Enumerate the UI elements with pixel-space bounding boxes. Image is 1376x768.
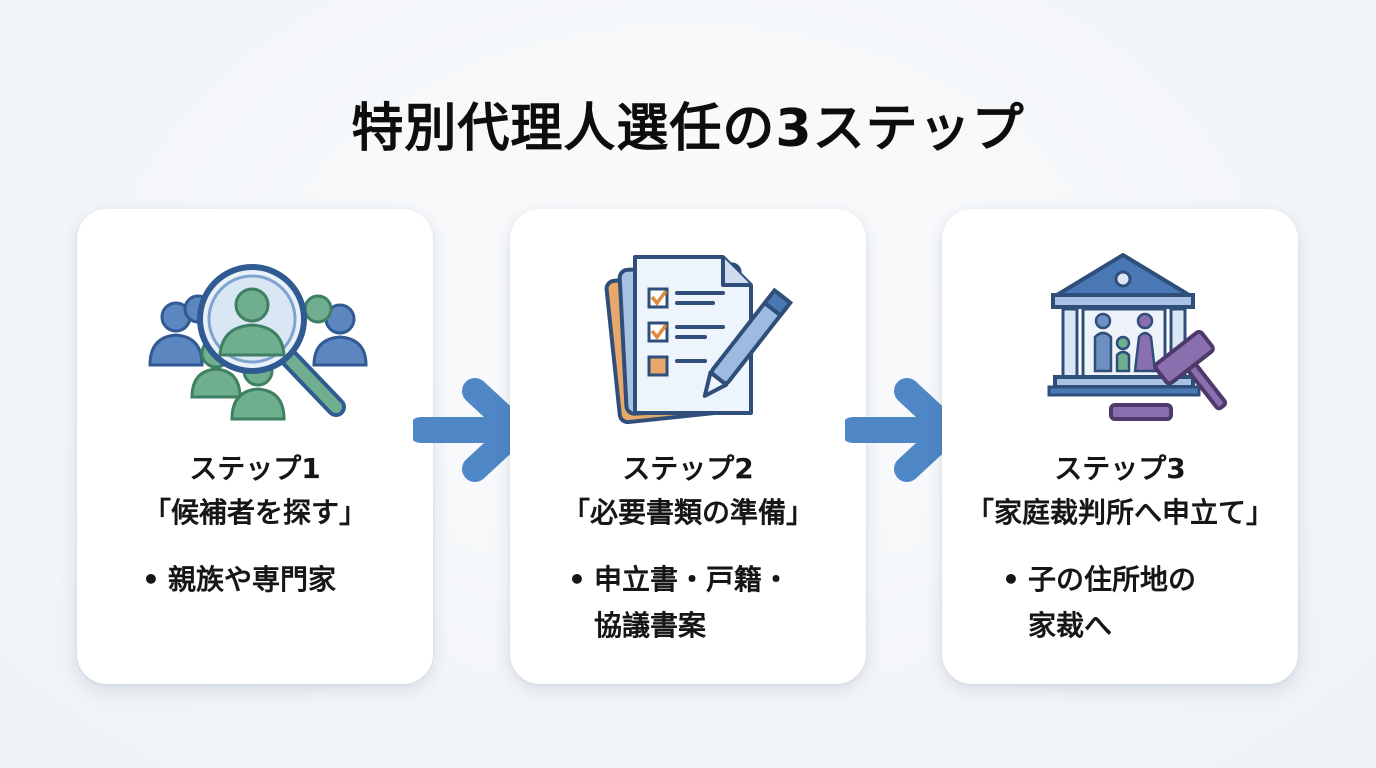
candidate-search-icon (148, 264, 368, 421)
step-label: ステップ3 (1054, 452, 1186, 485)
bullet-mark: • (568, 563, 586, 596)
step-card-3: ステップ3 「家庭裁判所へ申立て」 • 子の住所地の 家裁へ (942, 209, 1298, 684)
page-title: 特別代理人選任の3ステップ (351, 99, 1025, 159)
step-card-1: ステップ1 「候補者を探す」 • 親族や専門家 (77, 209, 433, 684)
step-bullet: • 子の住所地の 家裁へ (1002, 557, 1268, 649)
bullet-line: 子の住所地の (1028, 563, 1197, 596)
bullet-mark: • (1002, 563, 1020, 596)
bullet-mark: • (142, 563, 160, 596)
step-bullet: • 親族や専門家 (142, 557, 337, 603)
step-card-2: ステップ2 「必要書類の準備」 • 申立書・戸籍・ 協議書案 (510, 209, 866, 684)
bullet-line: 申立書・戸籍・ (594, 563, 791, 596)
step-label: ステップ1 (189, 452, 321, 485)
bullet-line: 家裁へ (1028, 609, 1113, 642)
documents-checklist-icon (604, 255, 794, 425)
step-title: 「必要書類の準備」 (561, 496, 814, 529)
bullet-line: 親族や専門家 (168, 563, 337, 596)
bullet-line: 協議書案 (594, 609, 707, 642)
step-bullet: • 申立書・戸籍・ 協議書案 (568, 557, 844, 649)
step-label: ステップ2 (622, 452, 754, 485)
family-court-icon (1047, 253, 1228, 421)
step-title: 「候補者を探す」 (142, 496, 367, 529)
step-title: 「家庭裁判所へ申立て」 (965, 496, 1274, 529)
